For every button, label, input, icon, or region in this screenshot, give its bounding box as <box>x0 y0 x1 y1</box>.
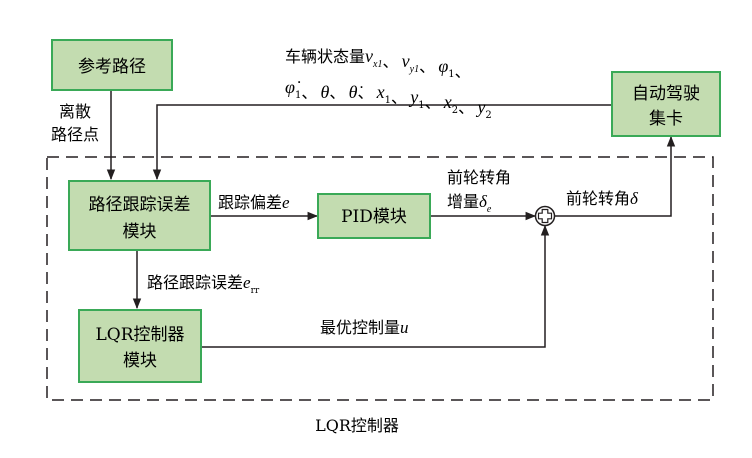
discrete-points-label-line2: 路径点 <box>51 125 99 144</box>
separator: 、 <box>455 62 474 81</box>
vehicle-state-label: 车辆状态量vx1、 vy1、 φ1、 φ̇1、 θ、 θ̇、 x1、 y1、 x… <box>285 46 492 121</box>
autonomous-truck-label-line2: 集卡 <box>649 109 683 129</box>
state-variable-subscript: 1 <box>418 100 424 111</box>
vehicle-state-prefix: 车辆状态量 <box>285 47 365 66</box>
reference-path-label: 参考路径 <box>78 57 146 77</box>
state-variable: x <box>376 82 385 102</box>
path-tracking-error-var: e <box>243 273 251 292</box>
path-tracking-error-label: 路径跟踪误差err <box>147 273 260 296</box>
separator: 、 <box>391 88 410 107</box>
tracking-error-module-label-line2: 模块 <box>123 222 157 242</box>
state-variable-subscript: 1 <box>385 95 391 106</box>
optimal-control-label: 最优控制量u <box>320 318 409 337</box>
path-tracking-error-sub: rr <box>251 286 260 296</box>
state-variable-subscript: 2 <box>452 105 458 116</box>
lqr-module-label-line1: LQR控制器 <box>95 325 184 345</box>
tracking-deviation-var: e <box>282 193 290 212</box>
state-variable: v <box>402 51 410 71</box>
front-wheel-increment-text: 增量 <box>447 192 479 211</box>
state-variable-subscript: 2 <box>485 110 491 121</box>
separator: 、 <box>425 93 444 112</box>
summing-junction <box>534 205 556 227</box>
reference-path-block: 参考路径 <box>51 39 173 91</box>
state-variable-subscript: 1 <box>448 69 454 80</box>
front-wheel-angle-var: δ <box>630 189 639 208</box>
tracking-deviation-label: 跟踪偏差e <box>218 193 290 212</box>
arrow-lqr-to-sum <box>201 224 550 348</box>
lqr-module-block: LQR控制器 模块 <box>78 309 202 383</box>
front-wheel-increment-var: δ <box>479 192 488 211</box>
autonomous-truck-block: 自动驾驶 集卡 <box>611 71 721 137</box>
separator: 、 <box>382 52 401 71</box>
vehicle-state-label-line1: 车辆状态量vx1、 vy1、 φ1、 <box>285 46 474 81</box>
optimal-control-text: 最优控制量 <box>320 318 400 337</box>
state-variable: y <box>475 97 485 117</box>
lqr-controller-group-boundary <box>46 156 714 401</box>
separator: 、 <box>329 83 348 102</box>
tracking-deviation-text: 跟踪偏差 <box>218 193 282 212</box>
separator: 、 <box>357 83 376 102</box>
front-wheel-increment-label-line1: 前轮转角 <box>447 168 511 187</box>
state-variable: θ <box>321 82 330 102</box>
path-tracking-error-text: 路径跟踪误差 <box>147 273 243 292</box>
arrow-sum-to-truck <box>555 135 676 217</box>
state-variable-subscript: 1 <box>295 90 301 101</box>
vehicle-state-label-line2: φ̇1、 θ、 θ̇、 x1、 y1、 x2、 y2 <box>285 77 492 121</box>
autonomous-truck-label-line1: 自动驾驶 <box>632 84 700 104</box>
state-variable: v <box>365 46 373 66</box>
state-variable: y <box>408 87 418 107</box>
lqr-controller-group-label: LQR控制器 <box>315 416 399 435</box>
state-variable-subscript: x1 <box>372 59 382 70</box>
optimal-control-var: u <box>400 318 409 337</box>
plus-icon <box>537 208 553 224</box>
state-variable: x <box>443 92 452 112</box>
front-wheel-angle-label: 前轮转角δ <box>566 189 639 208</box>
tracking-error-module-block: 路径跟踪误差 模块 <box>68 180 211 251</box>
pid-module-block: PID模块 <box>317 193 431 239</box>
front-wheel-angle-text: 前轮转角 <box>566 189 630 208</box>
state-variable: φ <box>438 56 448 76</box>
discrete-points-label-line1: 离散 <box>59 102 91 121</box>
separator: 、 <box>458 98 477 117</box>
pid-module-label: PID模块 <box>341 207 407 227</box>
front-wheel-increment-label-line2: 增量δe <box>447 192 492 215</box>
separator: 、 <box>301 83 320 102</box>
separator: 、 <box>419 57 438 76</box>
front-wheel-increment-sub: e <box>487 204 492 215</box>
tracking-error-module-label-line1: 路径跟踪误差 <box>89 195 191 215</box>
state-variable-subscript: y1 <box>409 64 419 75</box>
arrow-feedback-to-tracking <box>152 104 612 181</box>
lqr-module-label-line2: 模块 <box>123 351 157 371</box>
